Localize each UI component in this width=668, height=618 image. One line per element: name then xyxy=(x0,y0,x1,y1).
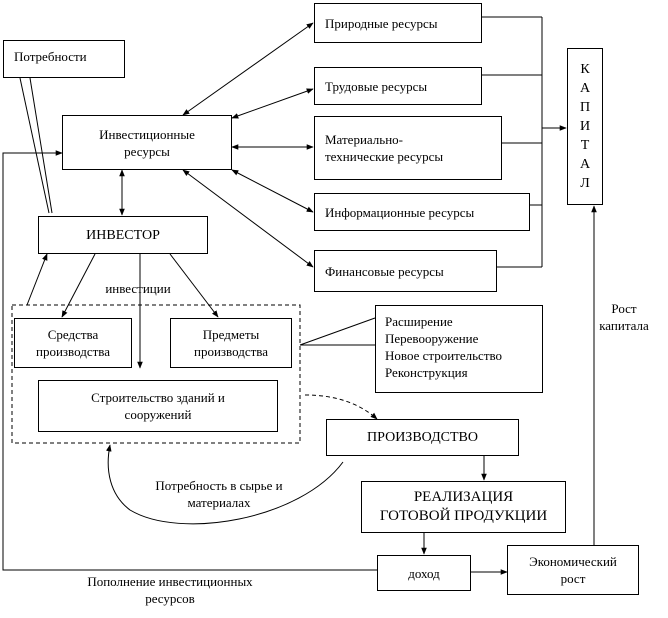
capital-letter: А xyxy=(579,157,591,172)
investment-resources-box: Инвестиционные ресурсы xyxy=(62,115,232,170)
arrow-ir-financial xyxy=(182,169,314,268)
investor-box: ИНВЕСТОР xyxy=(38,216,208,254)
capital-letter: К xyxy=(580,62,590,77)
financial-resources-box: Финансовые ресурсы xyxy=(314,250,497,292)
needs-pointer-right xyxy=(29,77,53,214)
labor-resources-box: Трудовые ресурсы xyxy=(314,67,482,105)
needs-pointer-left xyxy=(19,77,50,214)
arrow-group-production xyxy=(304,394,378,420)
investments-label: инвестиции xyxy=(105,281,171,296)
arrow-replenishment xyxy=(2,150,377,571)
arrow-investor-means xyxy=(61,253,96,318)
capital-letter: Л xyxy=(580,176,590,191)
arrow-ir-labor xyxy=(231,88,314,119)
raw-materials-need-label: Потребность в сырье и материалах xyxy=(155,478,283,510)
arrow-group-investor xyxy=(26,253,48,306)
production-box: ПРОИЗВОДСТВО xyxy=(326,419,519,456)
capital-letter: И xyxy=(579,119,591,134)
capital-letter: А xyxy=(579,81,591,96)
capital-growth-label: Рост капитала xyxy=(599,301,649,333)
capital-letter: Т xyxy=(580,138,590,153)
information-resources-box: Информационные ресурсы xyxy=(314,193,530,231)
needs-box: Потребности xyxy=(3,40,125,78)
economic-growth-box: Экономический рост xyxy=(507,545,639,595)
arrow-production-group xyxy=(106,444,344,525)
means-of-production-box: Средства производства xyxy=(14,318,132,368)
realization-box: РЕАЛИЗАЦИЯ ГОТОВОЙ ПРОДУКЦИИ xyxy=(361,481,566,533)
construction-box: Строительство зданий и сооружений xyxy=(38,380,278,432)
modernization-list-box: Расширение Перевооружение Новое строител… xyxy=(375,305,543,393)
income-box: доход xyxy=(377,555,471,591)
replenishment-label: Пополнение инвестиционных ресурсов xyxy=(87,574,253,606)
material-resources-box: Материально- технические ресурсы xyxy=(314,116,502,180)
natural-resources-box: Природные ресурсы xyxy=(314,3,482,43)
arrow-investor-objects xyxy=(169,253,219,318)
objects-of-production-box: Предметы производства xyxy=(170,318,292,368)
arrow-ir-information xyxy=(231,169,314,213)
capital-letter: П xyxy=(579,100,591,115)
capital-box: К А П И Т А Л xyxy=(567,48,603,205)
production-assets-group xyxy=(11,304,301,444)
arrow-ir-natural xyxy=(182,22,314,116)
